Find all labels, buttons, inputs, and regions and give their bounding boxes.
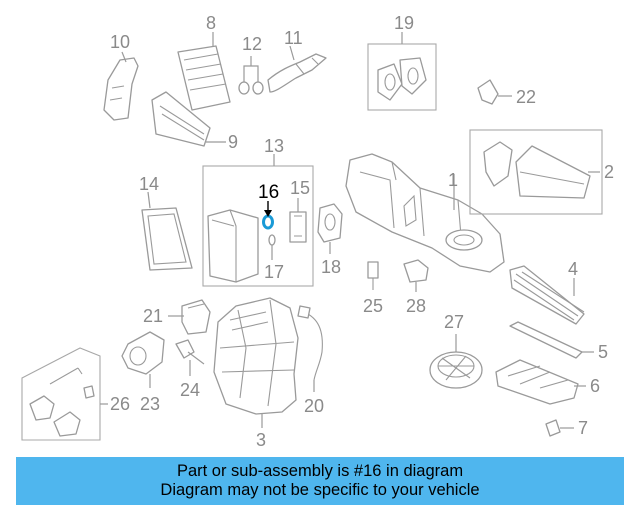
part-2-cover-box: 2 <box>469 129 614 215</box>
callout-2: 2 <box>604 162 614 182</box>
part-7-clip: 7 <box>545 418 588 438</box>
part-27-blower-motor: 27 <box>429 312 483 389</box>
callout-12: 12 <box>242 34 262 54</box>
part-10-bracket: 10 <box>103 32 139 121</box>
part-4-filter: 4 <box>509 259 585 325</box>
callout-16: 16 <box>258 182 279 203</box>
banner-line-2: Diagram may not be specific to your vehi… <box>160 481 480 499</box>
part-20-hose: 20 <box>297 305 324 416</box>
callout-26: 26 <box>110 394 130 414</box>
part-16-highlighted[interactable]: 16 <box>258 182 279 230</box>
callout-7: 7 <box>578 418 588 438</box>
banner-line-1: Part or sub-assembly is #16 in diagram <box>176 462 464 480</box>
callout-24: 24 <box>180 380 200 400</box>
part-23-motor: 23 <box>121 331 165 414</box>
part-18-actuator: 18 <box>317 203 343 277</box>
part-19-gaskets: 19 <box>367 13 437 111</box>
parts-diagram: 10 8 12 11 9 19 <box>21 13 614 450</box>
callout-22: 22 <box>516 87 536 107</box>
part-26-kit-box: 26 <box>21 347 130 441</box>
callout-8: 8 <box>206 13 216 33</box>
callout-4: 4 <box>568 259 578 279</box>
part-24-sensor: 24 <box>175 339 205 400</box>
callout-14: 14 <box>139 174 159 194</box>
callout-11: 11 <box>284 28 303 48</box>
callout-9: 9 <box>228 132 238 152</box>
info-banner: Part or sub-assembly is #16 in diagram D… <box>16 457 624 505</box>
part-5-seal-strip: 5 <box>509 321 608 362</box>
callout-17: 17 <box>264 262 284 282</box>
part-28-clip: 28 <box>403 259 429 316</box>
part-14-filter-frame: 14 <box>139 174 193 271</box>
callout-20: 20 <box>304 396 324 416</box>
part-25-bolt: 25 <box>363 261 383 316</box>
callout-25: 25 <box>363 296 383 316</box>
callout-23: 23 <box>140 394 160 414</box>
callout-28: 28 <box>406 296 426 316</box>
part-13-assembly-box: 13 15 17 <box>202 136 314 287</box>
callout-19: 19 <box>394 13 414 33</box>
part-22-bracket: 22 <box>477 79 536 107</box>
part-1-hvac-case: 1 <box>345 153 505 273</box>
part-21-actuator: 21 <box>143 299 211 335</box>
callout-13: 13 <box>264 136 284 156</box>
part-9-filter: 9 <box>151 91 238 152</box>
callout-27: 27 <box>444 312 464 332</box>
callout-1: 1 <box>448 170 458 190</box>
callout-10: 10 <box>110 32 130 52</box>
callout-6: 6 <box>590 376 600 396</box>
part-8-evaporator: 8 <box>177 13 231 111</box>
part-12-seals: 12 <box>238 34 264 95</box>
callout-18: 18 <box>321 257 341 277</box>
callout-15: 15 <box>290 178 310 198</box>
part-6-resistor: 6 <box>495 359 600 405</box>
callout-21: 21 <box>143 306 163 326</box>
callout-5: 5 <box>598 342 608 362</box>
callout-3: 3 <box>256 430 266 450</box>
part-11-pipes: 11 <box>267 28 327 93</box>
part-3-heater-case: 3 <box>213 297 299 450</box>
